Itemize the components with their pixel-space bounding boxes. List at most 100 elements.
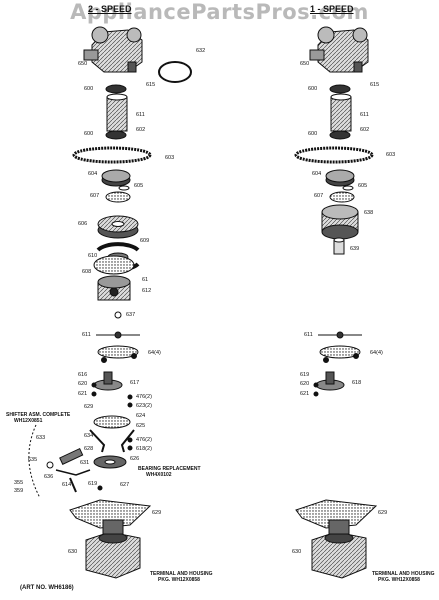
callout-label: 603 bbox=[386, 152, 396, 158]
seal-600-bottom-right bbox=[329, 130, 351, 140]
terminal-housing-right-note: TERMINAL AND HOUSING bbox=[372, 571, 435, 577]
left-section-title: 2 - SPEED bbox=[88, 4, 132, 14]
callout-label: 616 bbox=[78, 372, 88, 378]
callout-label: 623(2) bbox=[136, 403, 152, 409]
shifter-asm-left bbox=[28, 424, 91, 499]
callout-label: 359 bbox=[14, 488, 24, 494]
callout-label: 615 bbox=[146, 82, 156, 88]
right-section-title: 1 - SPEED bbox=[310, 4, 354, 14]
clutch-606 bbox=[97, 215, 139, 239]
terminal-housing-left-note: TERMINAL AND HOUSING bbox=[150, 571, 213, 577]
seal-600-top bbox=[105, 84, 127, 94]
callout-label: 638 bbox=[364, 210, 374, 216]
callout-label: 607 bbox=[90, 193, 100, 199]
callout-label: 631 bbox=[80, 460, 90, 466]
callout-label: 604 bbox=[312, 171, 322, 177]
callout-label: 605 bbox=[358, 183, 368, 189]
callout-label: 610 bbox=[88, 253, 98, 259]
shifter-624-625 bbox=[89, 415, 135, 453]
bearing-626 bbox=[93, 455, 127, 469]
callout-label: 355 bbox=[14, 480, 24, 486]
seal-600-top-right bbox=[329, 84, 351, 94]
callout-label: 606 bbox=[78, 221, 88, 227]
callout-label: 615 bbox=[370, 82, 380, 88]
hub-639 bbox=[333, 237, 345, 255]
mounting-plate-629 bbox=[69, 485, 152, 529]
cam-assembly-618-right bbox=[313, 371, 345, 397]
callout-label: 633 bbox=[36, 435, 46, 441]
terminal-housing-right-pkg: PKG. WH12X0858 bbox=[378, 577, 420, 583]
belt-603-left bbox=[72, 146, 152, 164]
callout-label: 629 bbox=[152, 510, 162, 516]
callout-label: 637 bbox=[126, 312, 136, 318]
callout-label: 605 bbox=[134, 183, 144, 189]
pulley-607-right bbox=[329, 191, 355, 203]
shifter-asm-note: SHIFTER ASM. COMPLETE bbox=[6, 412, 71, 418]
callout-label: 608 bbox=[82, 269, 92, 275]
pulley-607 bbox=[105, 191, 131, 203]
washer-637 bbox=[114, 311, 122, 319]
pump-housing-left bbox=[83, 26, 143, 73]
clip-605 bbox=[118, 185, 130, 191]
callout-label: 604 bbox=[88, 171, 98, 177]
callout-label: 64(4) bbox=[148, 350, 161, 356]
callout-label: 630 bbox=[68, 549, 78, 555]
callout-label: 609 bbox=[140, 238, 150, 244]
motor-housing-630-right bbox=[311, 519, 367, 579]
callout-label: 64(4) bbox=[370, 350, 383, 356]
gear-case-608 bbox=[93, 255, 135, 275]
motor-housing-630-left bbox=[85, 519, 141, 579]
clip-set-476-623 bbox=[127, 394, 133, 408]
callout-label: 620 bbox=[78, 381, 88, 387]
callout-label: 621 bbox=[300, 391, 310, 397]
clip-605-right bbox=[342, 185, 354, 191]
cam-assembly-616-617 bbox=[91, 371, 123, 397]
callout-label: 603 bbox=[165, 155, 175, 161]
shifter-asm-pkg: WH12X0851 bbox=[14, 418, 43, 424]
callout-label: 650 bbox=[300, 61, 310, 67]
callout-label: 611 bbox=[136, 112, 145, 118]
callout-label: 611 bbox=[304, 332, 313, 338]
callout-label: 629 bbox=[84, 404, 94, 410]
drive-belt-ring-632 bbox=[158, 61, 192, 83]
callout-label: 618(2) bbox=[136, 446, 152, 452]
pulley-638 bbox=[321, 204, 359, 240]
callout-label: 612 bbox=[142, 288, 152, 294]
callout-label: 611 bbox=[82, 332, 91, 338]
callout-label: 624 bbox=[136, 413, 146, 419]
callout-label: 61 bbox=[142, 277, 149, 283]
pulley-604 bbox=[101, 169, 131, 187]
terminal-housing-left-pkg: PKG. WH12X0858 bbox=[158, 577, 200, 583]
seal-600-bottom bbox=[105, 130, 127, 140]
callout-label: 620 bbox=[300, 381, 310, 387]
callout-label: 634 bbox=[84, 433, 94, 439]
callout-label: 600 bbox=[84, 86, 94, 92]
callout-label: 626 bbox=[130, 456, 140, 462]
callout-label: 621 bbox=[78, 391, 88, 397]
callout-label: 600 bbox=[308, 86, 318, 92]
callout-label: 639 bbox=[350, 246, 360, 252]
art-number: (ART NO. WH6186) bbox=[20, 585, 74, 591]
callout-label: 618 bbox=[352, 380, 362, 386]
belt-603-right bbox=[294, 146, 374, 164]
bearing-replacement-pkg: WH4X0102 bbox=[146, 472, 172, 478]
callout-label: 476(2) bbox=[136, 437, 152, 443]
callout-label: 600 bbox=[84, 131, 94, 137]
callout-label: 627 bbox=[120, 482, 130, 488]
callout-label: 629 bbox=[378, 510, 388, 516]
callout-label: 625 bbox=[136, 423, 146, 429]
agitator-drive-611-left bbox=[96, 331, 140, 359]
pulley-604-right bbox=[325, 169, 355, 187]
agitator-drive-611-right bbox=[318, 331, 362, 363]
callout-label: 628 bbox=[84, 446, 94, 452]
transmission-61-612 bbox=[97, 275, 131, 301]
spring-set-64-left bbox=[101, 353, 137, 363]
bearing-replacement-note: BEARING REPLACEMENT bbox=[138, 466, 201, 472]
callout-label: 611 bbox=[360, 112, 369, 118]
callout-label: 476(2) bbox=[136, 394, 152, 400]
callout-label: 632 bbox=[196, 48, 206, 54]
watermark: AppliancePartsPros.com bbox=[70, 0, 369, 24]
callout-label: 607 bbox=[314, 193, 324, 199]
callout-label: 600 bbox=[308, 131, 318, 137]
